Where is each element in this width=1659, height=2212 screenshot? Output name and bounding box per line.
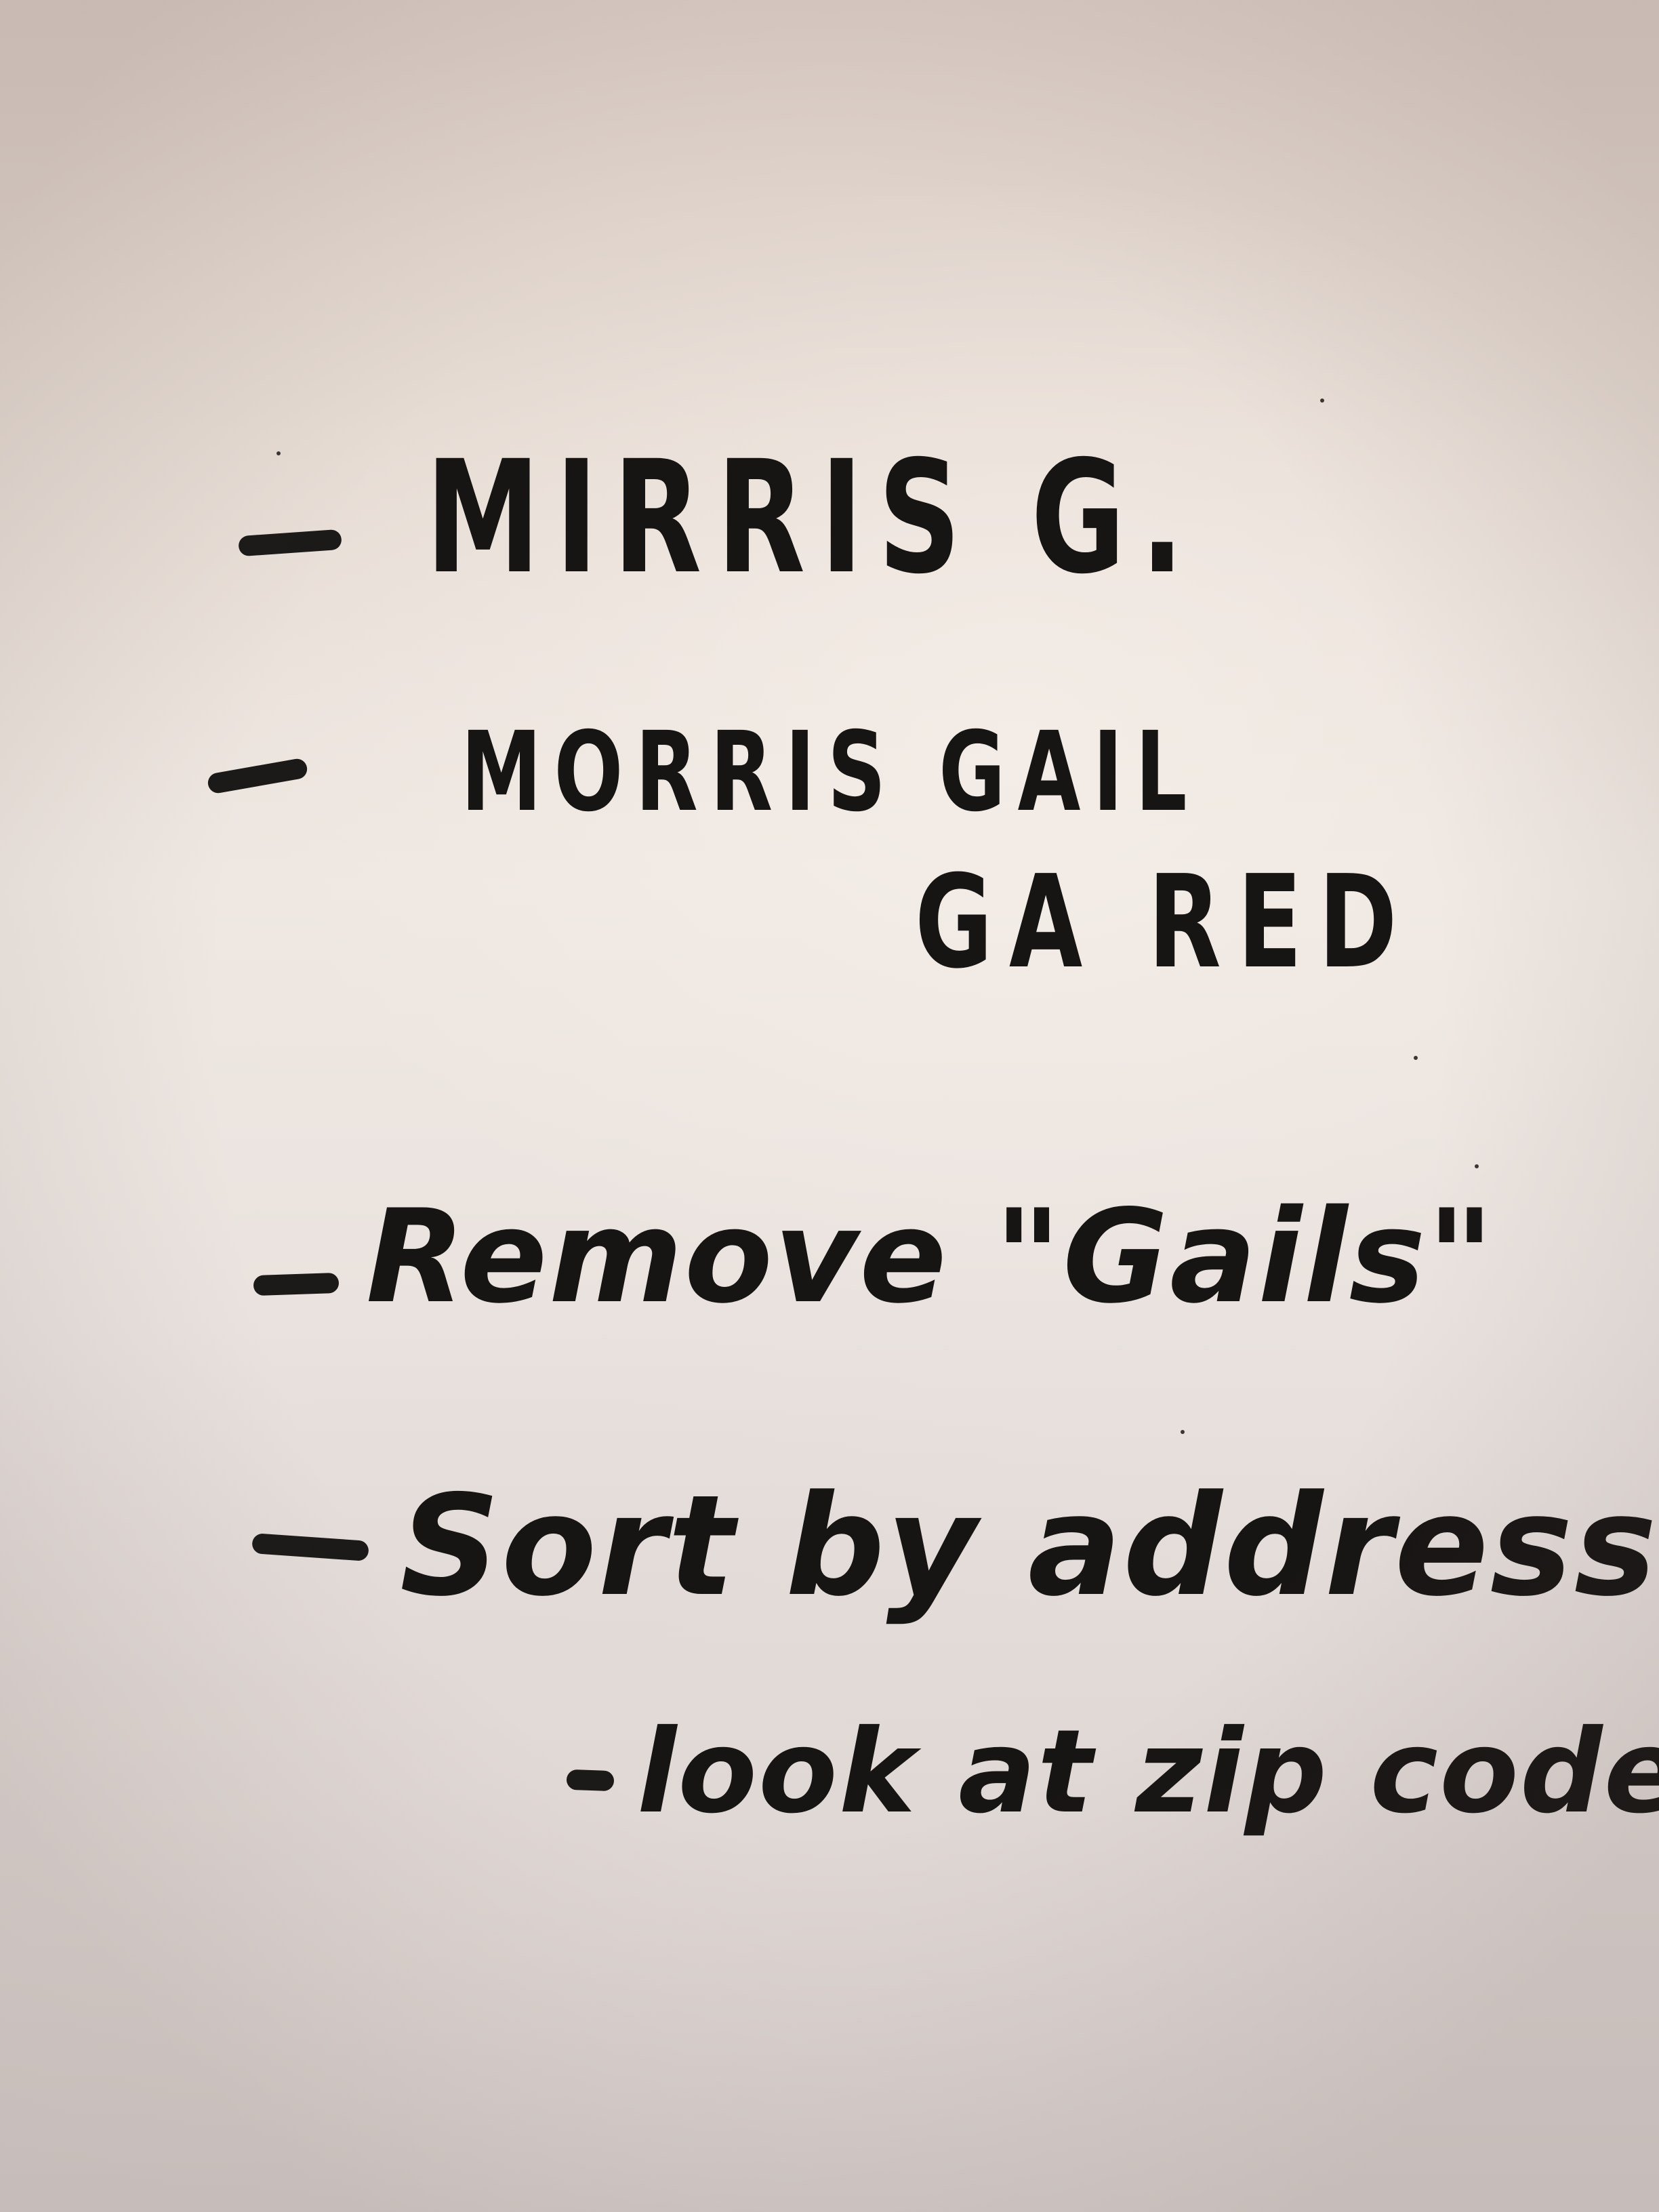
bullet-dash-4 [251, 1533, 369, 1561]
note-line-2: MORRIS GAIL [461, 709, 1200, 837]
board-speck [1414, 1056, 1418, 1060]
bullet-dash-5 [566, 1769, 615, 1792]
board-speck [1475, 1164, 1479, 1168]
note-line-1: MIRRIS G. [426, 428, 1200, 609]
bullet-dash-3 [253, 1272, 340, 1296]
note-line-6: look at zip code [637, 1705, 1659, 1839]
bullet-dash-2 [206, 757, 309, 795]
board-speck [1320, 398, 1324, 403]
board-speck [276, 451, 281, 455]
bullet-dash-1 [238, 529, 342, 557]
note-line-3: GA RED [915, 848, 1414, 998]
board-speck [1181, 1430, 1185, 1434]
note-line-5: Sort by address [400, 1466, 1658, 1627]
note-line-4: Remove "Gails" [366, 1182, 1496, 1332]
